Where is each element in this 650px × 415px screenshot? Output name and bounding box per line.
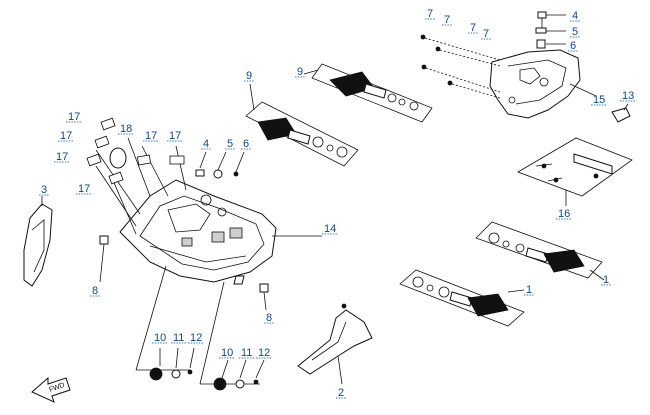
turn-signal-lower-b [399, 269, 525, 327]
callout-17: 17 [60, 130, 72, 142]
callout-10: 10 [221, 347, 233, 359]
callout-6: 6 [243, 138, 249, 150]
callout-3: 3 [41, 184, 47, 196]
callout-7: 7 [427, 8, 433, 20]
callout-11: 11 [173, 332, 184, 344]
callout-17: 17 [145, 130, 157, 142]
callout-8: 8 [266, 312, 272, 324]
fwd-arrow-icon: FWD [31, 376, 71, 403]
callout-17: 17 [78, 183, 90, 195]
callout-12: 12 [190, 332, 202, 344]
callout-12: 12 [258, 347, 270, 359]
callout-1: 1 [603, 274, 609, 286]
fastener-part-8 [99, 235, 269, 311]
callout-17: 17 [169, 130, 181, 142]
plate-bracket-assembly [517, 137, 633, 206]
sticker-set [86, 117, 185, 185]
callout-11: 11 [241, 347, 252, 359]
callout-8: 8 [92, 285, 98, 297]
callout-17: 17 [68, 111, 80, 123]
callout-6: 6 [570, 40, 576, 52]
callout-7: 7 [470, 22, 476, 34]
callout-10: 10 [154, 332, 166, 344]
turn-signal-lower-a [475, 221, 605, 281]
callouts: 7 7 7 7 4 5 6 15 13 9 9 16 1 1 14 17 17 [39, 8, 636, 399]
hardware-stack-right [199, 281, 265, 391]
callout-2: 2 [338, 387, 344, 399]
turn-signal-upper-b [245, 83, 359, 167]
callout-16: 16 [558, 208, 570, 220]
callout-17: 17 [56, 151, 68, 163]
callout-4: 4 [203, 138, 209, 150]
callout-4: 4 [572, 10, 578, 22]
lower-bracket-part-2 [297, 303, 373, 385]
headlight-assembly [95, 137, 322, 283]
callout-5: 5 [227, 138, 233, 150]
hardware-stack-left [135, 265, 195, 381]
callout-15: 15 [593, 94, 605, 106]
callout-5: 5 [572, 26, 578, 38]
callout-9: 9 [297, 66, 303, 78]
callout-7: 7 [483, 28, 489, 40]
callout-9: 9 [246, 70, 252, 82]
side-cover-part-3 [23, 196, 53, 287]
headlight-fasteners [195, 151, 245, 179]
turn-signal-upper-a [303, 63, 433, 123]
callout-14: 14 [324, 223, 336, 235]
callout-7: 7 [444, 14, 450, 26]
clip-part-13 [611, 103, 631, 123]
callout-18: 18 [120, 123, 132, 135]
rear-bracket-assembly [420, 11, 597, 119]
callout-13: 13 [622, 90, 634, 102]
callout-1: 1 [526, 284, 532, 296]
